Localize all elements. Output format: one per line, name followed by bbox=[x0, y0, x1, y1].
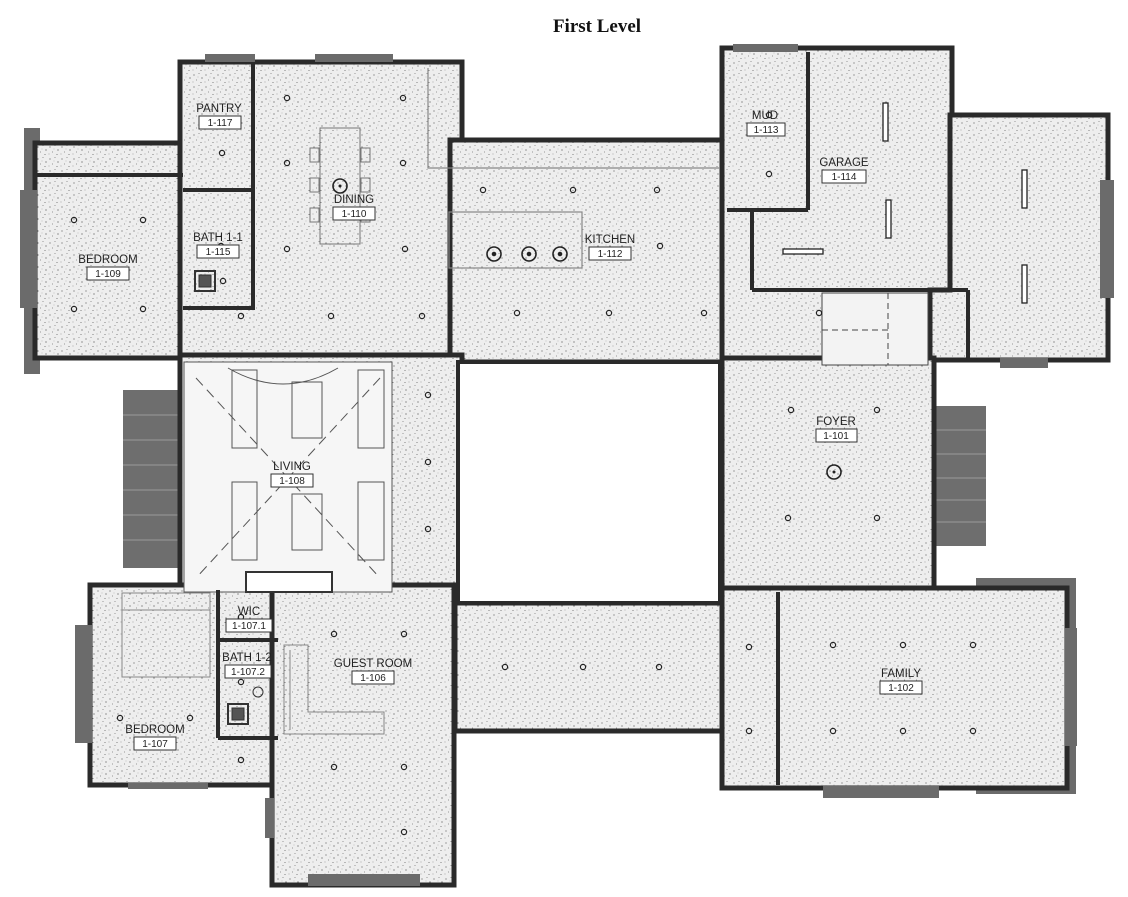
room-tag-guest-room: GUEST ROOM 1-106 bbox=[334, 658, 412, 685]
room-number: 1-107.2 bbox=[231, 667, 265, 678]
kitchen-counters bbox=[427, 68, 720, 269]
guest-room-sofa bbox=[283, 644, 385, 735]
room-tag-bath-12: BATH 1-2 1-107.2 bbox=[222, 652, 272, 679]
room-number: 1-106 bbox=[360, 673, 386, 684]
room-tag-pantry: PANTRY 1-117 bbox=[196, 103, 242, 130]
room-name: DINING bbox=[334, 194, 374, 206]
room-tag-bath-11: BATH 1-1 1-115 bbox=[193, 232, 243, 259]
room-tag-living: LIVING 1-108 bbox=[270, 461, 314, 488]
deck-right bbox=[936, 406, 986, 546]
deck-left bbox=[123, 390, 181, 568]
kitchen-pendant-lights bbox=[486, 246, 568, 262]
room-number: 1-109 bbox=[95, 269, 121, 280]
room-name: BEDROOM bbox=[78, 254, 137, 266]
room-name: GARAGE bbox=[819, 157, 869, 169]
room-name: GUEST ROOM bbox=[334, 658, 412, 670]
courtyard bbox=[456, 360, 722, 605]
recessed-lights bbox=[70, 94, 977, 836]
room-number: 1-112 bbox=[598, 249, 623, 260]
room-name: BEDROOM bbox=[125, 724, 184, 736]
plan-title: First Level bbox=[552, 16, 642, 37]
room-name: MUD bbox=[752, 110, 778, 122]
windows bbox=[20, 44, 1114, 886]
room-number: 1-108 bbox=[279, 476, 305, 487]
light-fixture-foyer bbox=[826, 464, 842, 480]
room-number: 1-113 bbox=[754, 125, 779, 136]
room-number: 1-107.1 bbox=[232, 621, 266, 632]
light-fixture-dining bbox=[332, 178, 348, 194]
room-number: 1-107 bbox=[142, 739, 168, 750]
room-number: 1-114 bbox=[832, 172, 857, 183]
room-tag-bedroom-1107: BEDROOM 1-107 bbox=[125, 724, 185, 751]
room-tag-foyer: FOYER 1-101 bbox=[815, 416, 858, 443]
room-name: BATH 1-1 bbox=[193, 232, 243, 244]
room-number: 1-102 bbox=[888, 683, 914, 694]
room-tag-wic: WIC 1-107.1 bbox=[225, 606, 273, 633]
room-tag-family: FAMILY 1-102 bbox=[879, 668, 923, 695]
room-name: KITCHEN bbox=[585, 234, 635, 246]
room-tag-garage: GARAGE 1-114 bbox=[819, 157, 869, 184]
interior-walls bbox=[37, 52, 970, 785]
room-name: BATH 1-2 bbox=[222, 652, 272, 664]
room-name: PANTRY bbox=[196, 103, 242, 115]
room-tag-dining: DINING 1-110 bbox=[332, 194, 376, 221]
stairs bbox=[821, 292, 929, 366]
room-name: LIVING bbox=[273, 461, 311, 473]
bath-fixtures bbox=[194, 270, 264, 725]
garage-posts bbox=[782, 102, 1028, 304]
room-tag-bedroom-1109: BEDROOM 1-109 bbox=[78, 254, 138, 281]
room-name: WIC bbox=[238, 606, 260, 618]
bed-1107 bbox=[121, 592, 211, 678]
room-number: 1-101 bbox=[823, 431, 849, 442]
room-name: FAMILY bbox=[881, 668, 921, 680]
room-name: FOYER bbox=[816, 416, 856, 428]
room-tag-mud: MUD 1-113 bbox=[746, 110, 786, 137]
dining-table bbox=[309, 127, 371, 245]
room-tag-kitchen: KITCHEN 1-112 bbox=[585, 234, 635, 261]
room-number: 1-117 bbox=[208, 118, 233, 129]
room-number: 1-110 bbox=[342, 209, 367, 220]
room-number: 1-115 bbox=[206, 247, 231, 258]
